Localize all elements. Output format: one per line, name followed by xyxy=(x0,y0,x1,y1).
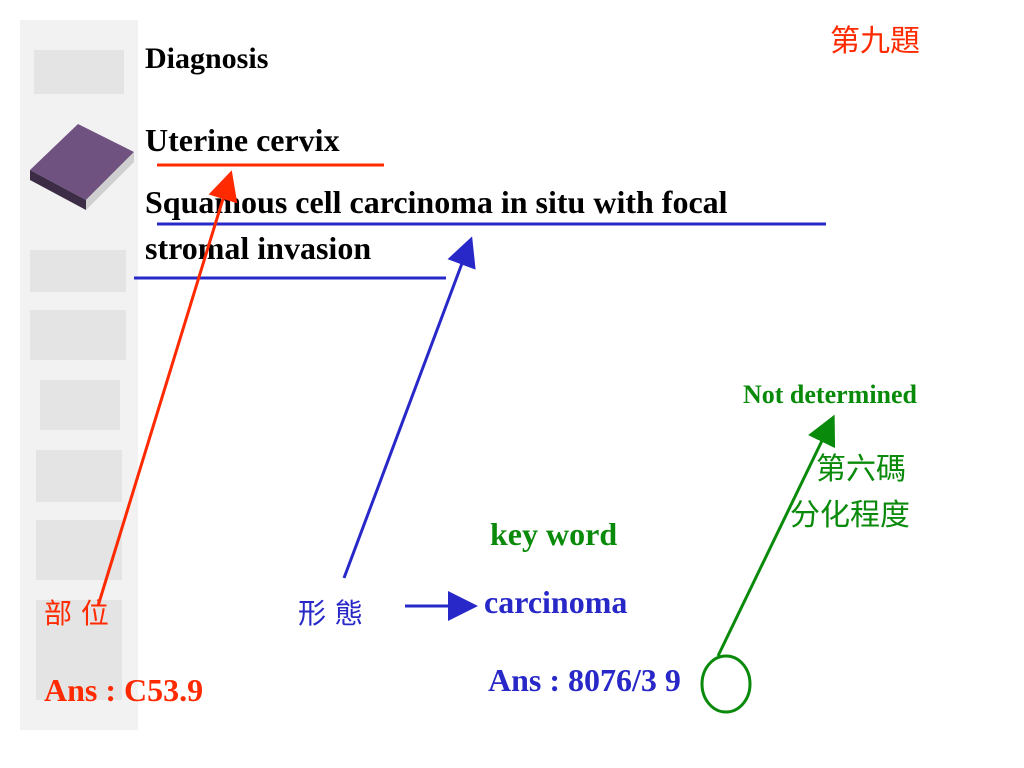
differentiation-label: 分化程度 xyxy=(790,498,910,533)
keyword-label: key word xyxy=(490,516,618,552)
grade-status: Not determined xyxy=(743,380,918,409)
keyword-value: carcinoma xyxy=(484,584,628,620)
site-answer: Ans : C53.9 xyxy=(44,672,204,708)
diagnosis-heading: Diagnosis xyxy=(145,42,269,75)
morphology-answer: Ans : 8076/3 9 xyxy=(488,662,681,698)
sixth-digit-label: 第六碼 xyxy=(816,452,906,487)
morphology-text-line1: Squamous cell carcinoma in situ with foc… xyxy=(145,184,728,220)
morphology-tag: 形 態 xyxy=(298,597,363,630)
morphology-text-line2: stromal invasion xyxy=(145,230,372,266)
question-label: 第九題 xyxy=(830,24,920,59)
grade-digit-circle xyxy=(700,654,752,714)
morphology-arrow xyxy=(342,236,476,579)
site-text: Uterine cervix xyxy=(145,122,340,158)
grade-arrow xyxy=(716,414,836,657)
site-tag: 部 位 xyxy=(44,597,109,630)
